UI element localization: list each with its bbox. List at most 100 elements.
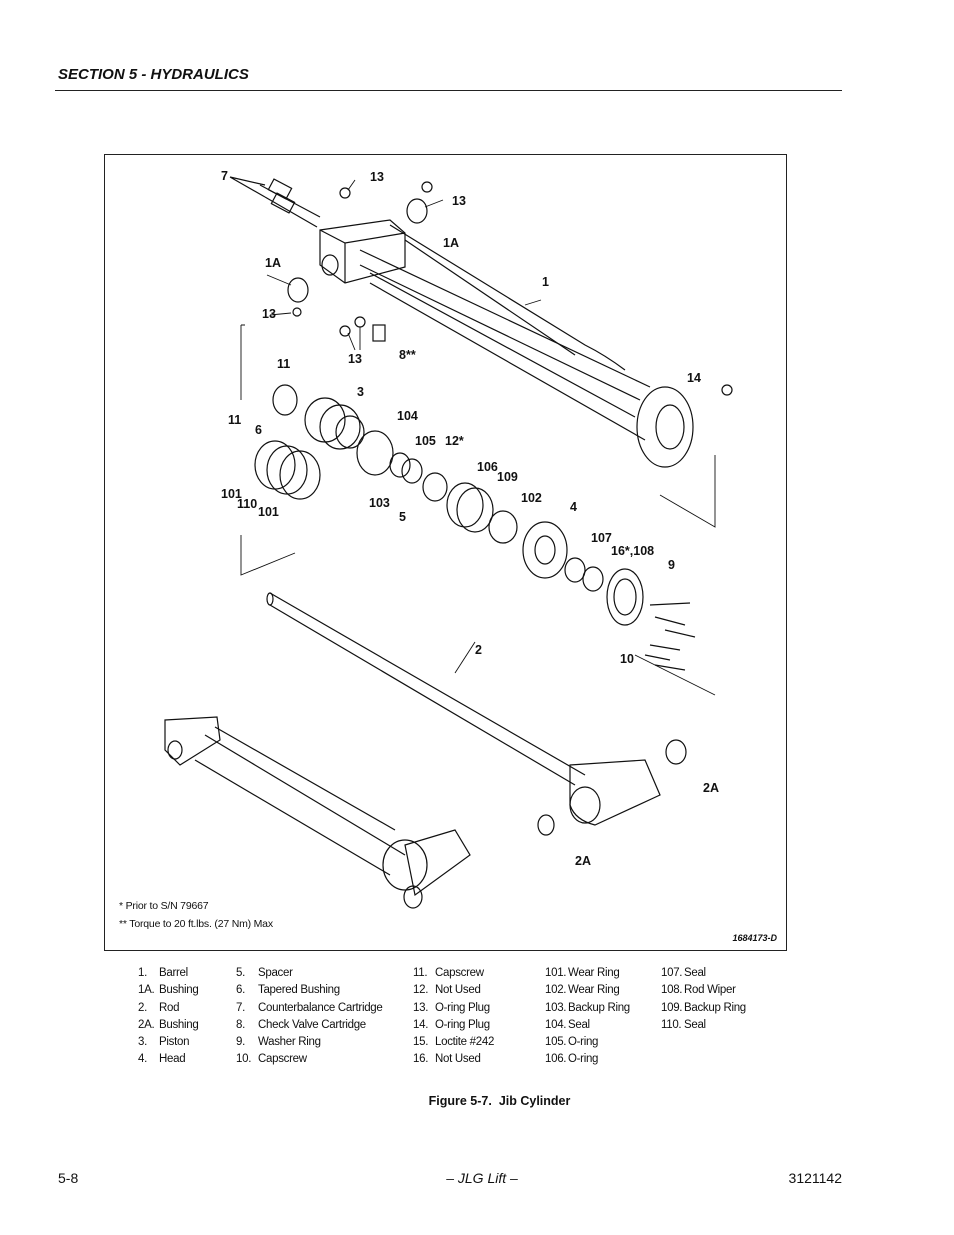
legend-item: 14.O-ring Plug: [413, 1018, 490, 1031]
callout-9: 9: [668, 558, 675, 572]
legend-item: 110.Seal: [661, 1018, 706, 1031]
legend-item: 6.Tapered Bushing: [236, 984, 340, 997]
callout-107: 107: [591, 531, 612, 545]
legend-item: 5.Spacer: [236, 967, 293, 979]
jib-cylinder-drawing: 7 13 13 1A 1A 1 13 13 8** 11 3 14 11 6 1…: [164, 169, 733, 909]
section-title: SECTION 5 - HYDRAULICS: [58, 66, 249, 83]
legend-item: 102.Wear Ring: [545, 984, 620, 997]
bushing-2a: [665, 739, 687, 765]
callout-11: 11: [228, 413, 241, 427]
parts-legend: 1.Barrel 1A.Bushing 2.Rod 2A.Bushing 3.P…: [0, 967, 954, 1077]
check-valve-cartridge: [372, 324, 386, 342]
oring-plug-13: [339, 325, 351, 337]
callout-101: 101: [258, 505, 279, 519]
callout-13: 13: [262, 307, 276, 321]
rod-part: [266, 592, 687, 836]
callout-2: 2: [475, 643, 482, 657]
callout-2a: 2A: [703, 781, 719, 795]
legend-item: 1A.Bushing: [138, 984, 199, 997]
oring-plug-13: [421, 181, 433, 193]
legend-item: 13.O-ring Plug: [413, 1001, 490, 1014]
legend-item: 107.Seal: [661, 967, 706, 979]
legend-column-3: 11.Capscrew 12.Not Used 13.O-ring Plug 1…: [413, 967, 494, 1071]
legend-item: 1.Barrel: [138, 967, 188, 979]
legend-column-1: 1.Barrel 1A.Bushing 2.Rod 2A.Bushing 3.P…: [138, 967, 199, 1071]
callout-110: 110: [237, 497, 257, 511]
legend-item: 2A.Bushing: [138, 1018, 199, 1031]
legend-item: 103.Backup Ring: [545, 1001, 630, 1014]
oring-plug-14: [721, 384, 733, 396]
exploded-view-figure: 7 13 13 1A 1A 1 13 13 8** 11 3 14 11 6 1…: [104, 154, 787, 951]
callout-16-108: 16*,108: [611, 544, 654, 558]
callout-13: 13: [452, 194, 466, 208]
capscrews-10: [644, 602, 696, 671]
legend-item: 109.Backup Ring: [661, 1001, 746, 1014]
legend-item: 4.Head: [138, 1053, 186, 1066]
callout-1a: 1A: [265, 256, 281, 270]
callout-8: 8**: [399, 348, 416, 362]
counterbalance-cartridges: [229, 176, 321, 228]
legend-column-2: 5.Spacer 6.Tapered Bushing 7.Counterbala…: [236, 967, 383, 1071]
drawing-id: 1684173-D: [732, 933, 777, 943]
callout-104: 104: [397, 409, 418, 423]
legend-item: 2.Rod: [138, 1001, 180, 1014]
callout-106: 106: [477, 460, 498, 474]
piston-assembly: [254, 384, 518, 544]
callout-101: 101: [221, 487, 242, 501]
legend-item: 11.Capscrew: [413, 967, 484, 979]
legend-item: 10.Capscrew: [236, 1053, 307, 1066]
callout-5: 5: [399, 510, 406, 524]
footnote-torque: ** Torque to 20 ft.lbs. (27 Nm) Max: [119, 918, 273, 930]
legend-item: 9.Washer Ring: [236, 1036, 321, 1049]
callout-1: 1: [542, 275, 549, 289]
bushing-2a: [537, 814, 555, 836]
callout-13: 13: [348, 352, 362, 366]
callout-6: 6: [255, 423, 262, 437]
callout-labels: 7 13 13 1A 1A 1 13 13 8** 11 3 14 11 6 1…: [221, 169, 719, 868]
callout-10: 10: [620, 652, 634, 666]
bushing-1a-left: [287, 277, 309, 303]
callout-13: 13: [370, 170, 384, 184]
figure-title: Jib Cylinder: [498, 1094, 571, 1108]
legend-item: 104.Seal: [545, 1018, 590, 1031]
legend-item: 108.Rod Wiper: [661, 984, 736, 997]
footer-publisher: – JLG Lift –: [446, 1170, 518, 1186]
figure-caption: Figure 5-7. Jib Cylinder: [0, 1094, 954, 1108]
legend-item: 12.Not Used: [413, 984, 481, 997]
legend-item: 15.Loctite #242: [413, 1036, 495, 1049]
callout-105: 105: [415, 434, 436, 448]
legend-item: 105.O-ring: [545, 1036, 599, 1049]
callout-11: 11: [277, 357, 290, 371]
bushing-1a-right: [406, 198, 428, 224]
callout-4: 4: [570, 500, 577, 514]
oring-plug-13: [292, 307, 302, 317]
callout-2a: 2A: [575, 854, 591, 868]
callout-102: 102: [521, 491, 542, 505]
oring-plug-13: [354, 316, 366, 328]
legend-item: 7.Counterbalance Cartridge: [236, 1001, 383, 1014]
callout-3: 3: [357, 385, 364, 399]
callout-103: 103: [369, 496, 390, 510]
header-rule: [55, 90, 842, 91]
legend-column-5: 107.Seal 108.Rod Wiper 109.Backup Ring 1…: [661, 967, 746, 1036]
legend-item: 106.O-ring: [545, 1053, 599, 1066]
assembled-view: [164, 716, 471, 909]
callout-14: 14: [687, 371, 701, 385]
oring-plug-13: [339, 187, 351, 199]
legend-item: 8.Check Valve Cartridge: [236, 1018, 366, 1031]
legend-item: 3.Piston: [138, 1036, 190, 1049]
footnote-serial: * Prior to S/N 79667: [119, 900, 209, 912]
barrel-part: [319, 219, 694, 468]
callout-leaders: [240, 179, 716, 696]
legend-item: 16.Not Used: [413, 1053, 481, 1066]
callout-12: 12*: [445, 434, 464, 448]
callout-7: 7: [221, 169, 228, 183]
page-number: 5-8: [58, 1170, 79, 1186]
callout-109: 109: [497, 470, 518, 484]
document-number: 3121142: [788, 1170, 842, 1186]
legend-column-4: 101.Wear Ring 102.Wear Ring 103.Backup R…: [545, 967, 630, 1071]
figure-number: Figure 5-7.: [428, 1094, 492, 1108]
legend-item: 101.Wear Ring: [545, 967, 620, 979]
head-part: [522, 521, 644, 626]
callout-1a: 1A: [443, 236, 459, 250]
